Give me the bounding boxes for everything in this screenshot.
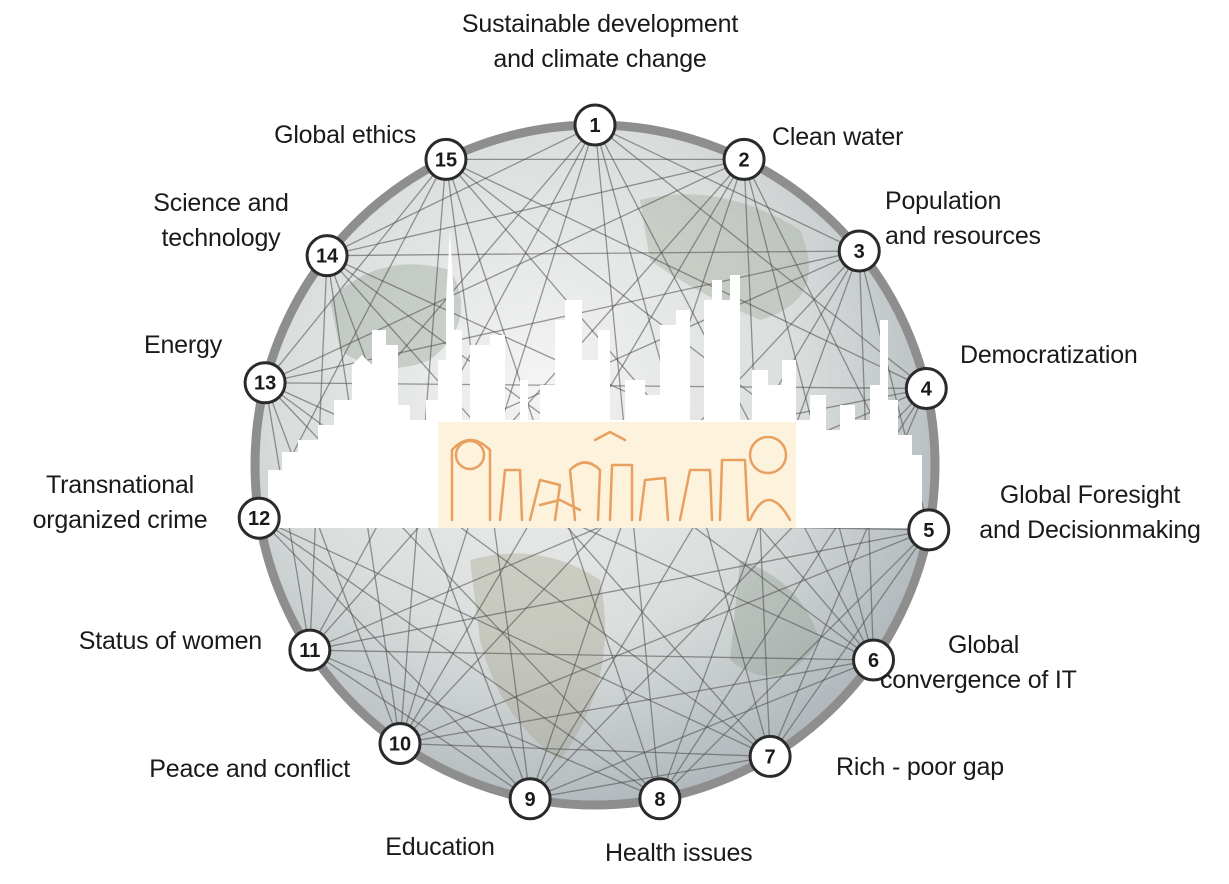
connection-line	[309, 649, 531, 800]
node-number: 4	[921, 379, 933, 401]
node-marker-2: 2	[722, 137, 766, 181]
connection-line	[309, 649, 661, 800]
node-marker-8: 8	[638, 777, 682, 821]
connection-line	[258, 517, 661, 800]
connection-line	[326, 124, 596, 257]
connection-line	[264, 382, 401, 744]
label-7: Rich - poor gap	[836, 753, 1004, 781]
node-number: 11	[299, 640, 320, 662]
connection-line	[399, 742, 771, 758]
globe-continents	[330, 194, 820, 760]
connection-line	[258, 517, 771, 758]
node-number: 1	[589, 115, 600, 137]
connection-line	[258, 517, 531, 800]
node-number: 12	[248, 508, 270, 530]
node-marker-5: 5	[907, 508, 951, 552]
connection-line	[445, 158, 927, 390]
node-number: 3	[854, 241, 865, 263]
connection-line	[309, 649, 874, 661]
label-4: Democratization	[960, 341, 1138, 369]
label-11: Status of women	[78, 627, 262, 655]
node-marker-7: 7	[748, 734, 792, 778]
label-9: Education	[385, 833, 495, 861]
connection-line	[529, 659, 874, 800]
label-8: Health issues	[605, 839, 753, 867]
node-marker-4: 4	[904, 367, 948, 411]
connection-line	[264, 158, 745, 384]
connection-line	[769, 529, 930, 757]
label-10: Peace and conflict	[149, 755, 350, 783]
node-number: 6	[868, 650, 879, 672]
node-number: 9	[525, 789, 536, 811]
label-2: Clean water	[772, 123, 904, 151]
connection-line	[399, 659, 874, 745]
node-marker-9: 9	[508, 777, 552, 821]
connection-line	[309, 529, 929, 651]
node-marker-10: 10	[378, 722, 422, 766]
connection-line	[264, 159, 447, 384]
node-marker-11: 11	[288, 628, 332, 672]
node-marker-13: 13	[243, 361, 287, 405]
node-number: 13	[254, 373, 276, 395]
node-marker-1: 1	[573, 103, 617, 147]
node-marker-3: 3	[837, 229, 881, 273]
connection-line	[326, 158, 745, 257]
label-13: Energy	[143, 331, 222, 359]
connection-line	[594, 124, 927, 390]
connection-line	[327, 250, 860, 257]
node-marker-6: 6	[852, 638, 896, 682]
sketch-illustration	[438, 422, 796, 528]
node-marker-14: 14	[305, 234, 349, 278]
connection-line	[743, 159, 875, 661]
node-number: 7	[765, 746, 776, 768]
node-number: 14	[316, 246, 339, 268]
node-marker-12: 12	[237, 496, 281, 540]
node-number: 8	[654, 789, 665, 811]
node-number: 10	[389, 734, 411, 756]
node-marker-15: 15	[424, 137, 468, 181]
label-15: Global ethics	[274, 121, 416, 149]
node-number: 5	[923, 520, 934, 542]
node-number: 15	[435, 149, 457, 171]
node-number: 2	[738, 149, 749, 171]
connection-line	[530, 755, 771, 800]
